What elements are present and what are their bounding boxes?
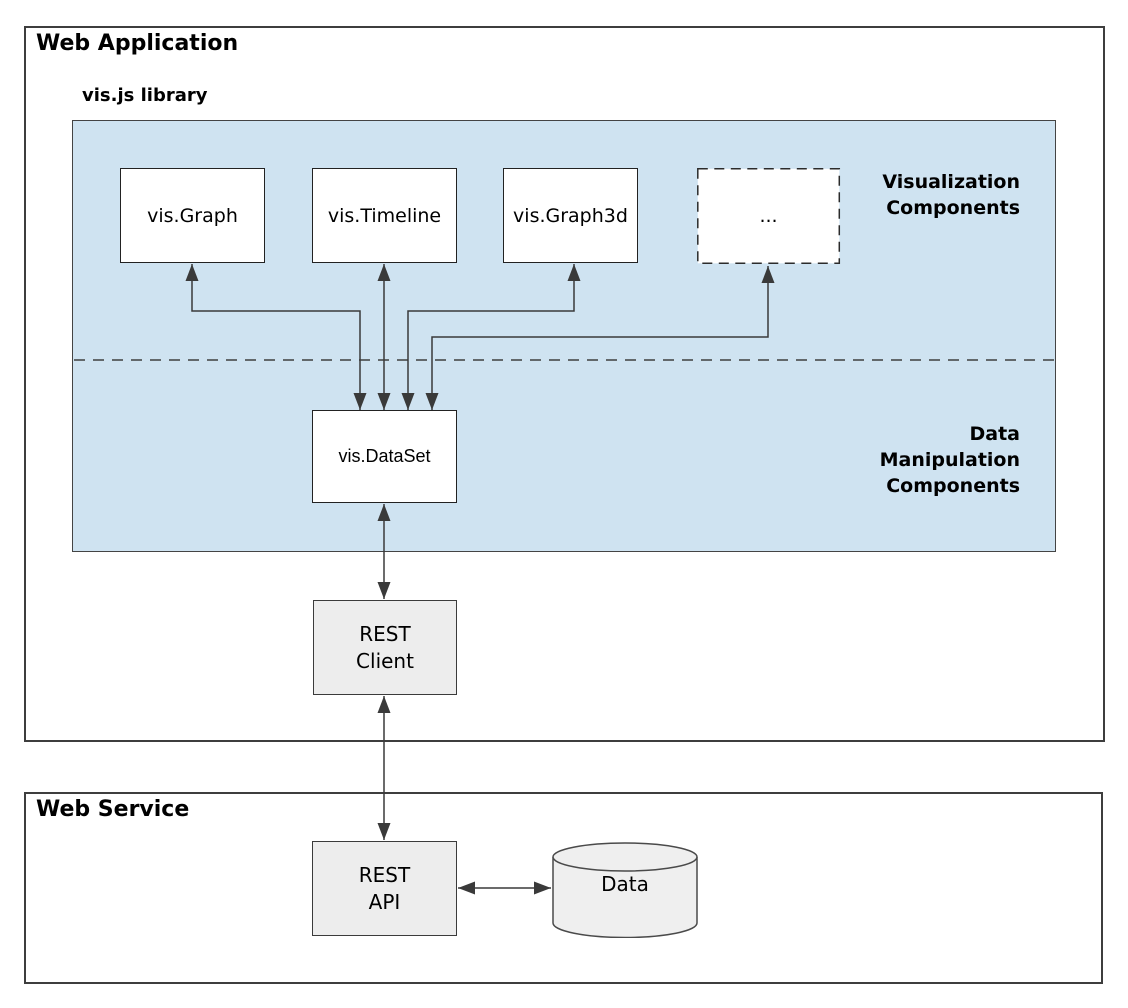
label-data-manipulation-components: Data Manipulation Components	[879, 423, 1020, 497]
component-box-more-outline	[697, 168, 841, 265]
label-visualization-components: Visualization Components	[882, 171, 1020, 219]
rest-client-box: REST Client	[313, 600, 457, 695]
web-application-title: Web Application	[36, 31, 239, 56]
data-cylinder-shape	[552, 842, 698, 939]
component-box-more: ...	[759, 205, 778, 227]
dataset-box: vis.DataSet	[312, 410, 457, 503]
data-cylinder: Data	[552, 842, 698, 939]
component-box-vis-graph3d: vis.Graph3d	[503, 168, 638, 263]
arrow-graph-dataset	[185, 264, 367, 410]
data-cylinder-label: Data	[601, 872, 649, 896]
vis-library-title: vis.js library	[82, 85, 208, 106]
component-box-vis-graph: vis.Graph	[120, 168, 265, 263]
component-box-vis-timeline: vis.Timeline	[312, 168, 457, 263]
arrow-more-dataset	[425, 266, 775, 410]
rest-api-box: REST API	[312, 841, 457, 936]
web-service-title: Web Service	[36, 797, 190, 822]
